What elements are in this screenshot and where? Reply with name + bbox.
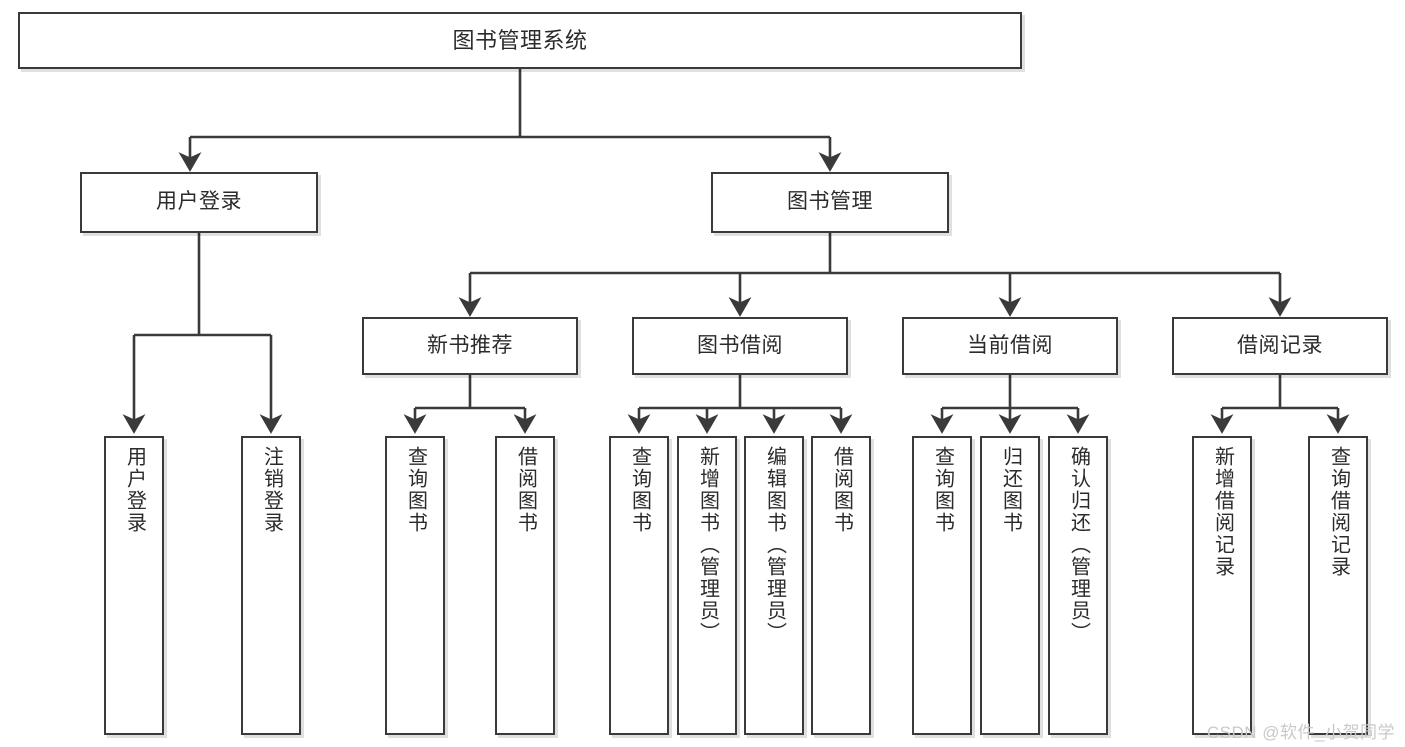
- node-label: 图书借阅: [697, 333, 783, 357]
- node-borrow-record[interactable]: 借阅记录: [1172, 317, 1388, 375]
- node-label: 借阅图书: [830, 446, 853, 534]
- leaf-query-record[interactable]: 查询借阅记录: [1308, 436, 1368, 735]
- node-label: 归还图书: [999, 446, 1022, 534]
- node-label: 新书推荐: [427, 333, 513, 357]
- node-label: 借阅图书: [514, 446, 537, 534]
- leaf-add-record[interactable]: 新增借阅记录: [1192, 436, 1252, 735]
- node-book-borrow[interactable]: 图书借阅: [632, 317, 848, 375]
- node-label: 注销登录: [260, 446, 283, 534]
- leaf-return-book[interactable]: 归还图书: [980, 436, 1040, 735]
- node-label: 用户登录: [156, 190, 242, 214]
- leaf-borrow-book-1[interactable]: 借阅图书: [495, 436, 555, 735]
- leaf-query-book-1[interactable]: 查询图书: [385, 436, 445, 735]
- node-new-book-rec[interactable]: 新书推荐: [362, 317, 578, 375]
- node-label: 新增借阅记录: [1211, 446, 1234, 578]
- node-label: 查询图书: [628, 446, 651, 534]
- node-current-borrow[interactable]: 当前借阅: [902, 317, 1118, 375]
- node-label: 查询图书: [931, 446, 954, 534]
- leaf-borrow-book-2[interactable]: 借阅图书: [811, 436, 871, 735]
- leaf-confirm-return[interactable]: 确认归还（管理员）: [1048, 436, 1108, 735]
- leaf-query-book-3[interactable]: 查询图书: [912, 436, 972, 735]
- node-book-manage[interactable]: 图书管理: [711, 172, 949, 233]
- node-label: 查询借阅记录: [1327, 446, 1350, 578]
- node-root-system[interactable]: 图书管理系统: [18, 12, 1022, 69]
- node-label: 图书管理: [787, 190, 873, 214]
- leaf-add-book[interactable]: 新增图书（管理员）: [677, 436, 737, 735]
- node-label: 用户登录: [123, 446, 146, 534]
- leaf-edit-book[interactable]: 编辑图书（管理员）: [744, 436, 804, 735]
- node-user-login[interactable]: 用户登录: [80, 172, 318, 233]
- node-label: 新增图书（管理员）: [696, 446, 719, 644]
- csdn-watermark: CSDN @软件_小贺同学: [1206, 723, 1395, 742]
- leaf-user-login[interactable]: 用户登录: [104, 436, 164, 735]
- node-label: 图书管理系统: [452, 27, 588, 53]
- node-label: 编辑图书（管理员）: [763, 446, 786, 644]
- node-label: 当前借阅: [967, 333, 1053, 357]
- node-label: 借阅记录: [1237, 333, 1323, 357]
- leaf-logout[interactable]: 注销登录: [241, 436, 301, 735]
- node-label: 查询图书: [404, 446, 427, 534]
- leaf-query-book-2[interactable]: 查询图书: [609, 436, 669, 735]
- node-label: 确认归还（管理员）: [1067, 446, 1090, 644]
